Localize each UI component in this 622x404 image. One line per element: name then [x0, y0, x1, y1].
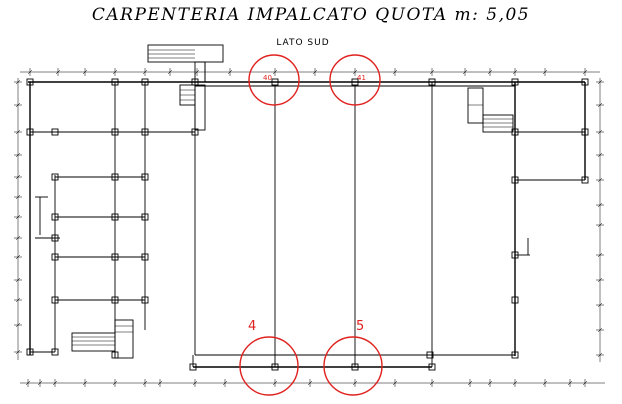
- callout-40: 40: [248, 54, 300, 106]
- callout-label-40: 40: [263, 74, 272, 82]
- callout-label-4: 4: [248, 319, 256, 334]
- right-dimension-line: [596, 78, 604, 362]
- stair-right: [467, 87, 514, 133]
- callout-label-5: 5: [356, 319, 364, 334]
- frame-lines: [30, 82, 585, 367]
- drawing-title: CARPENTERIA IMPALCATO QUOTA m: 5,05: [92, 5, 530, 25]
- callout-label-41: 41: [357, 74, 366, 82]
- top-dimension-line: [20, 68, 600, 76]
- left-dimension-line: [14, 78, 22, 360]
- bottom-dimension-line: [20, 379, 605, 387]
- stair-top: [147, 44, 224, 83]
- side-label: LATO SUD: [276, 38, 329, 48]
- callout-5: 5: [323, 319, 383, 396]
- stair-left-upper: [179, 84, 206, 131]
- callout-41: 41: [329, 54, 381, 106]
- callout-4: 4: [239, 319, 299, 396]
- building-outline: [28, 81, 586, 368]
- column-markers: [26, 78, 589, 371]
- stair-left-lower: [71, 319, 134, 359]
